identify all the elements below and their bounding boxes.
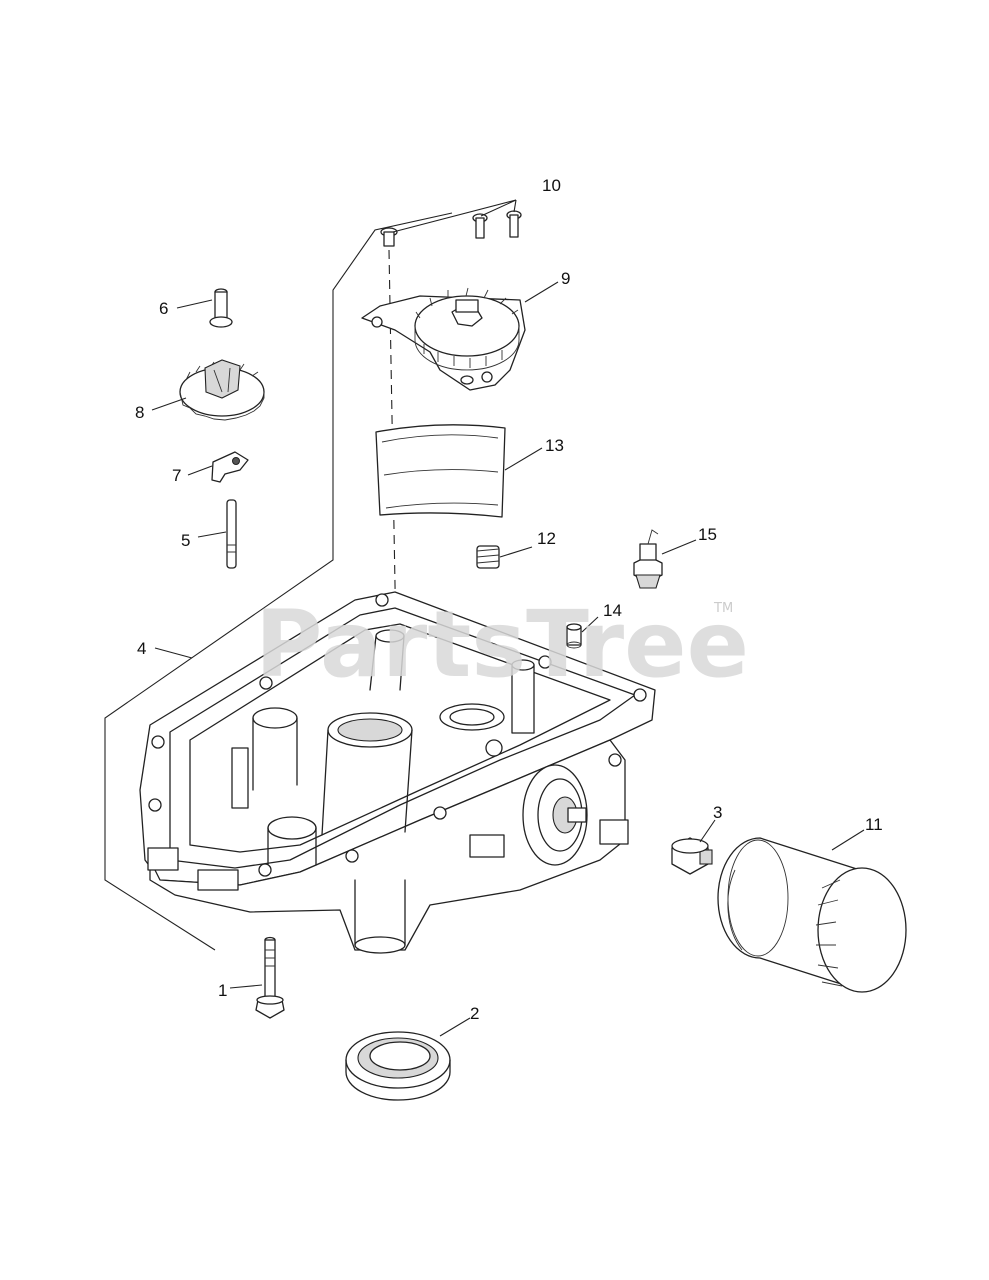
callout-1: 1 xyxy=(218,981,227,1000)
part-bracket[interactable] xyxy=(211,451,249,483)
part-oil-pressure-switch[interactable] xyxy=(633,529,663,589)
part-screws[interactable] xyxy=(380,210,522,247)
callout-3: 3 xyxy=(713,803,722,822)
callout-12: 12 xyxy=(537,529,556,548)
callout-9: 9 xyxy=(561,269,570,288)
group-boundary-line xyxy=(104,212,453,951)
callout-7: 7 xyxy=(172,466,181,485)
watermark-text: PartsTree xyxy=(255,591,749,698)
part-pickup-screen[interactable] xyxy=(375,424,506,518)
callout-13: 13 xyxy=(545,436,564,455)
callout-4: 4 xyxy=(137,639,146,658)
part-oil-pan[interactable] xyxy=(139,591,656,954)
watermark-trademark: TM xyxy=(713,601,733,616)
callout-2: 2 xyxy=(470,1004,479,1023)
part-oil-seal[interactable] xyxy=(345,1031,451,1101)
callout-15: 15 xyxy=(698,525,717,544)
callout-11: 11 xyxy=(865,815,883,834)
part-oil-pump[interactable] xyxy=(361,287,526,391)
callout-6: 6 xyxy=(159,299,168,318)
part-governor-gear[interactable] xyxy=(179,359,265,421)
part-dowel-pin[interactable] xyxy=(566,623,582,649)
part-spring[interactable] xyxy=(476,545,500,569)
part-plug[interactable] xyxy=(671,837,713,875)
callout-10: 10 xyxy=(542,176,561,195)
callout-14: 14 xyxy=(603,601,622,620)
part-pin[interactable] xyxy=(226,499,237,569)
part-bolt[interactable] xyxy=(255,936,285,1019)
callout-5: 5 xyxy=(181,531,190,550)
part-governor-shaft[interactable] xyxy=(209,288,233,328)
part-oil-filter[interactable] xyxy=(717,837,907,993)
callout-8: 8 xyxy=(135,403,144,422)
leader-lines xyxy=(151,199,865,1037)
